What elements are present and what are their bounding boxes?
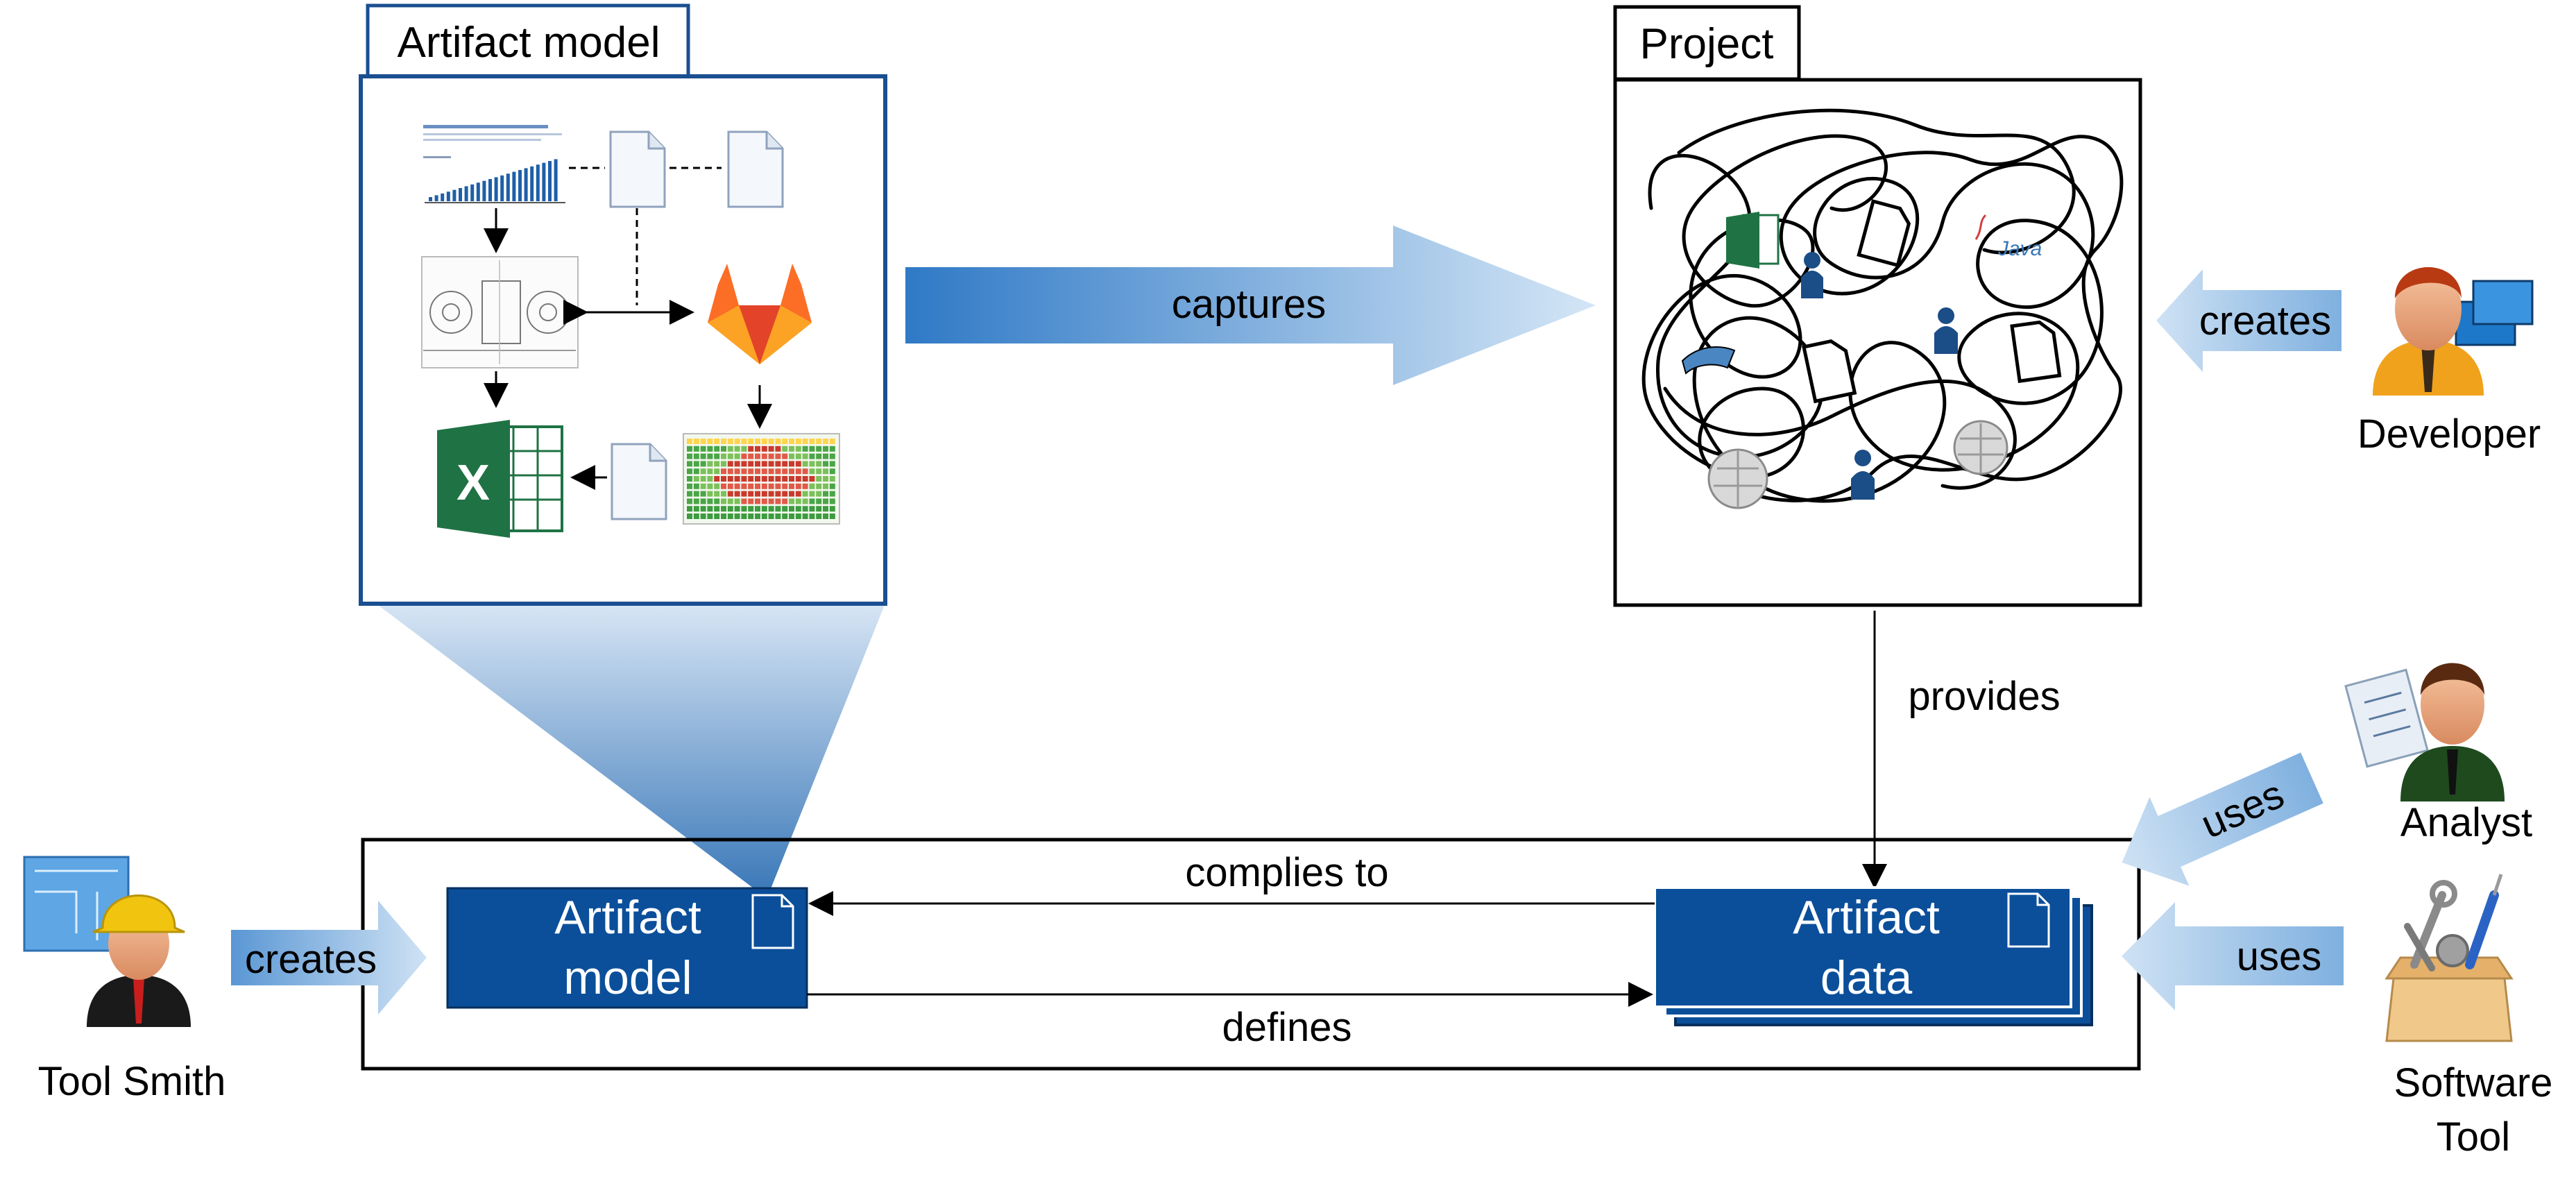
provides-label: provides	[1908, 674, 2060, 719]
tool-smith-icon	[23, 856, 191, 1027]
toolbox-icon	[2385, 874, 2514, 1042]
captures-arrow: captures	[905, 226, 1596, 385]
wikipedia-icon	[1707, 448, 1768, 509]
project-panel-title: Project	[1640, 20, 1774, 68]
artifact-model-panel-title: Artifact model	[397, 19, 660, 67]
chimney-icon	[1681, 346, 1736, 375]
artifact-model-line1: Artifact	[554, 891, 701, 944]
excel-icon: X	[437, 420, 563, 538]
document-icon	[727, 130, 784, 208]
analyst-uses-arrow: uses	[2122, 752, 2323, 886]
artifact-model-line2: model	[563, 951, 692, 1004]
svg-text:Java: Java	[1997, 237, 2042, 260]
captures-label: captures	[1172, 282, 1326, 327]
excel-icon	[1726, 212, 1780, 269]
developer-creates-arrow: creates	[2156, 269, 2342, 372]
gitlab-icon	[708, 264, 812, 364]
developer-icon	[2373, 267, 2534, 396]
artifact-data-box: Artifact data	[1653, 886, 2093, 1026]
document-icon	[1802, 339, 1857, 404]
svg-text:X: X	[457, 455, 490, 511]
tool-smith-creates-label: creates	[245, 937, 377, 982]
project-panel: Project Java	[1613, 5, 2142, 607]
wikipedia-icon	[1953, 420, 2008, 475]
blueprint-thumbnail	[421, 256, 579, 368]
tangled-scribble	[1641, 108, 2124, 503]
complies-to-label: complies to	[1185, 850, 1388, 895]
analyst-icon	[2344, 663, 2505, 801]
document-icon	[1857, 198, 1911, 268]
artifact-data-line2: data	[1820, 951, 1913, 1004]
document-icon	[609, 130, 666, 208]
developer-label: Developer	[2357, 411, 2541, 457]
document-icon	[751, 894, 794, 949]
software-tool-label-line2: Tool	[2437, 1114, 2510, 1160]
software-tool-uses-label: uses	[2237, 934, 2322, 979]
person-silhouette-icon	[1801, 252, 1958, 500]
software-tool-uses-arrow: uses	[2122, 902, 2344, 1010]
developer-creates-label: creates	[2199, 298, 2331, 343]
java-icon: Java	[1974, 214, 2042, 260]
analyst-label: Analyst	[2400, 800, 2532, 845]
artifact-data-line1: Artifact	[1793, 891, 1940, 944]
document-icon	[2010, 320, 2062, 384]
zoom-cone	[378, 605, 885, 890]
artifact-model-box: Artifact model	[446, 887, 808, 1009]
defines-label: defines	[1222, 1005, 1351, 1050]
chart-thumbnail	[420, 121, 572, 212]
document-icon	[2007, 892, 2050, 948]
software-tool-label-line1: Software	[2394, 1060, 2553, 1105]
spreadsheet-thumbnail	[683, 433, 840, 525]
artifact-model-panel: Artifact model	[359, 3, 887, 890]
document-icon	[611, 443, 667, 520]
tool-smith-label: Tool Smith	[38, 1059, 226, 1104]
tool-smith-creates-arrow: creates	[231, 901, 427, 1015]
